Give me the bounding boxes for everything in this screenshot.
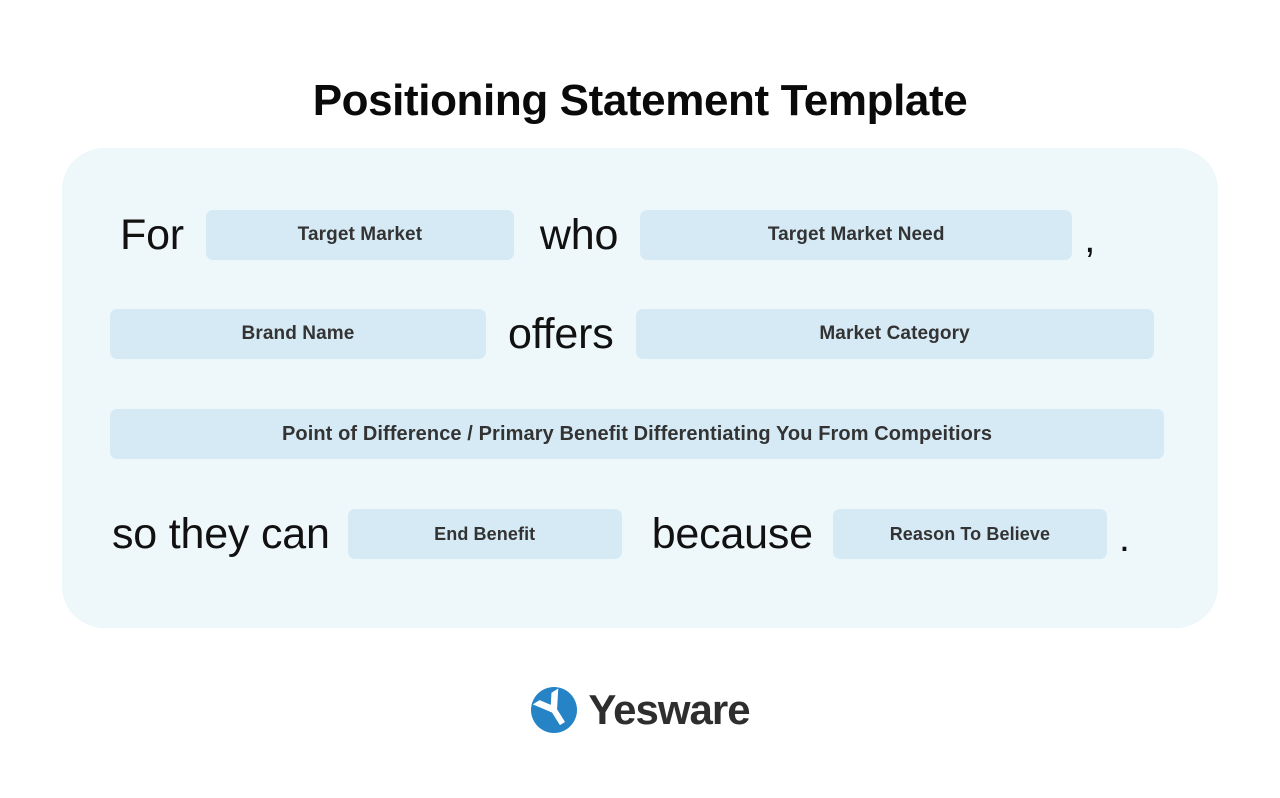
statement-row-1: For Target Market who Target Market Need…: [62, 204, 1218, 266]
field-brand-name[interactable]: Brand Name: [110, 309, 486, 359]
connector-so-they-can: so they can: [112, 509, 330, 558]
yesware-wordmark: Yesware: [588, 686, 750, 733]
connector-offers: offers: [508, 309, 614, 358]
statement-card: For Target Market who Target Market Need…: [62, 148, 1218, 628]
field-target-market-need[interactable]: Target Market Need: [640, 210, 1073, 260]
yesware-circle-y-icon: [530, 686, 578, 734]
page-title: Positioning Statement Template: [312, 76, 968, 126]
connector-who: who: [539, 210, 619, 259]
statement-row-3: Point of Difference / Primary Benefit Di…: [62, 405, 1218, 463]
statement-rows: For Target Market who Target Market Need…: [62, 148, 1218, 628]
field-target-market[interactable]: Target Market: [205, 210, 514, 260]
footer-branding: Yesware: [0, 686, 1280, 734]
field-reason-to-believe[interactable]: Reason To Believe: [832, 509, 1107, 559]
field-market-category[interactable]: Market Category: [635, 309, 1154, 359]
field-point-of-difference[interactable]: Point of Difference / Primary Benefit Di…: [110, 409, 1164, 459]
field-end-benefit[interactable]: End Benefit: [347, 509, 622, 559]
punctuation-comma: ,: [1084, 217, 1096, 261]
statement-row-4: so they can End Benefit because Reason T…: [62, 503, 1218, 565]
statement-row-2: Brand Name offers Market Category: [62, 303, 1218, 365]
connector-because: because: [651, 509, 813, 558]
punctuation-period: .: [1118, 516, 1131, 560]
connector-for: For: [120, 210, 184, 259]
